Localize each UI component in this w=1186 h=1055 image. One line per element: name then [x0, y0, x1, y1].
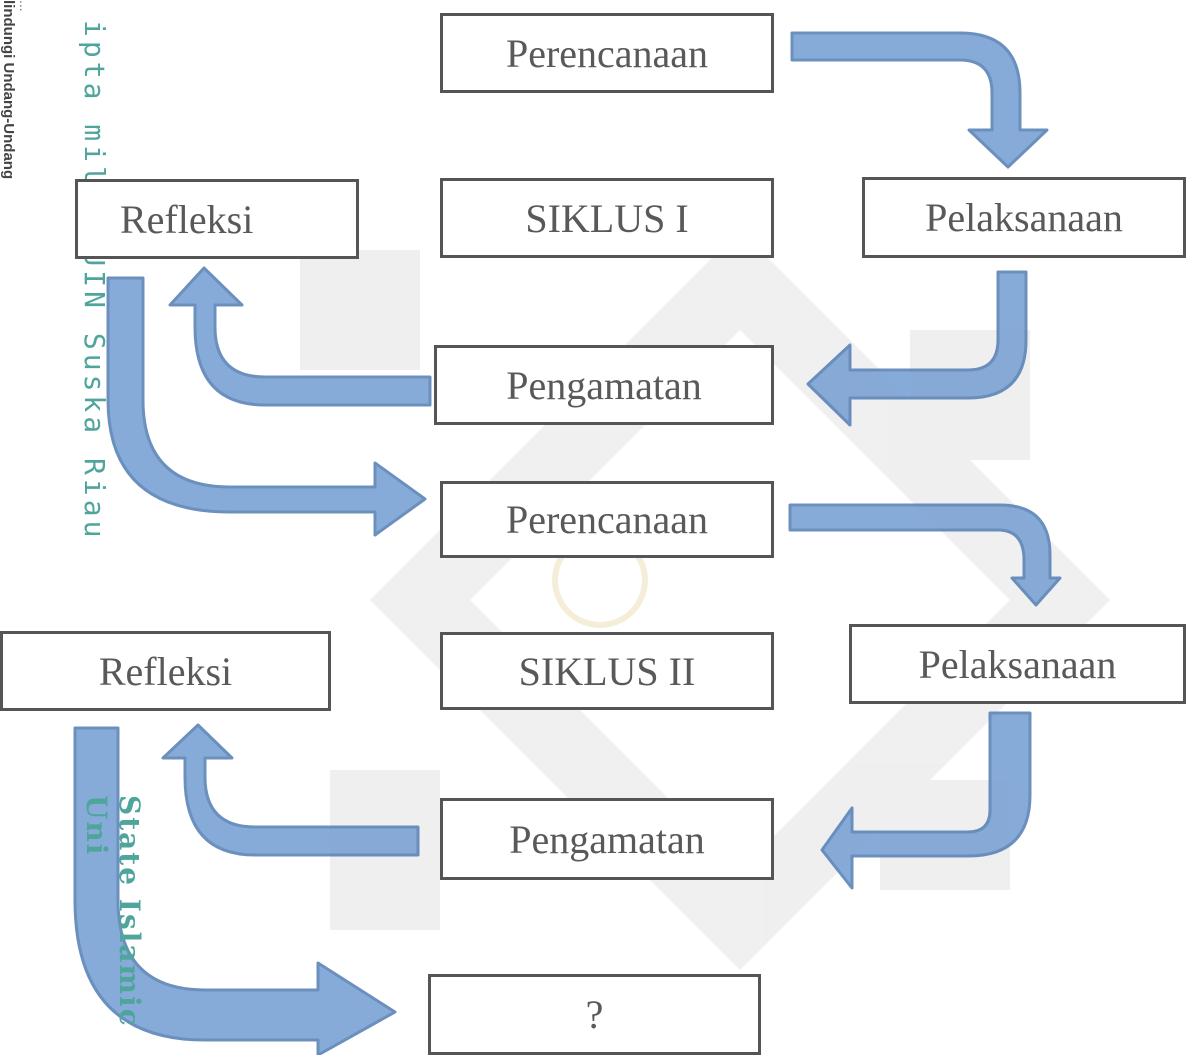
arrow-observe-to-reflect-1 — [168, 266, 432, 407]
watermark-side-text-top: ipta milik UIN Suska Riau — [78, 20, 111, 542]
planning-box-cycle-1: Perencanaan — [440, 13, 774, 93]
arrow-observe-to-reflect-2 — [161, 723, 420, 857]
flow-arrows — [73, 31, 1062, 1055]
arrow-reflect-to-plan-2 — [106, 276, 427, 537]
watermark-edge-text-2: ... — [17, 0, 33, 12]
cycle-label-1: SIKLUS I — [440, 178, 774, 258]
observation-box-cycle-2: Pengamatan — [440, 798, 774, 880]
cycle-label-2: SIKLUS II — [440, 632, 774, 710]
arrow-action-to-observe-1 — [806, 270, 1028, 427]
observation-box-cycle-1: Pengamatan — [434, 345, 774, 425]
action-box-cycle-2: Pelaksanaan — [849, 624, 1186, 704]
arrow-plan-to-action-1 — [790, 31, 1049, 169]
arrow-plan-to-action-2 — [788, 503, 1062, 607]
action-box-cycle-1: Pelaksanaan — [862, 177, 1186, 258]
watermark-edge-text: lindungi Undang-Undang — [0, 0, 17, 180]
watermark-side-text-bottom: State Islamic Uni — [80, 795, 146, 1028]
arrow-action-to-observe-2 — [820, 711, 1032, 890]
reflection-box-cycle-2: Refleksi — [0, 631, 331, 711]
arrow-reflect-to-next — [73, 726, 397, 1055]
planning-box-cycle-2: Perencanaan — [440, 481, 774, 558]
reflection-box-cycle-1: Refleksi — [75, 179, 359, 259]
next-step-box: ? — [428, 974, 761, 1055]
